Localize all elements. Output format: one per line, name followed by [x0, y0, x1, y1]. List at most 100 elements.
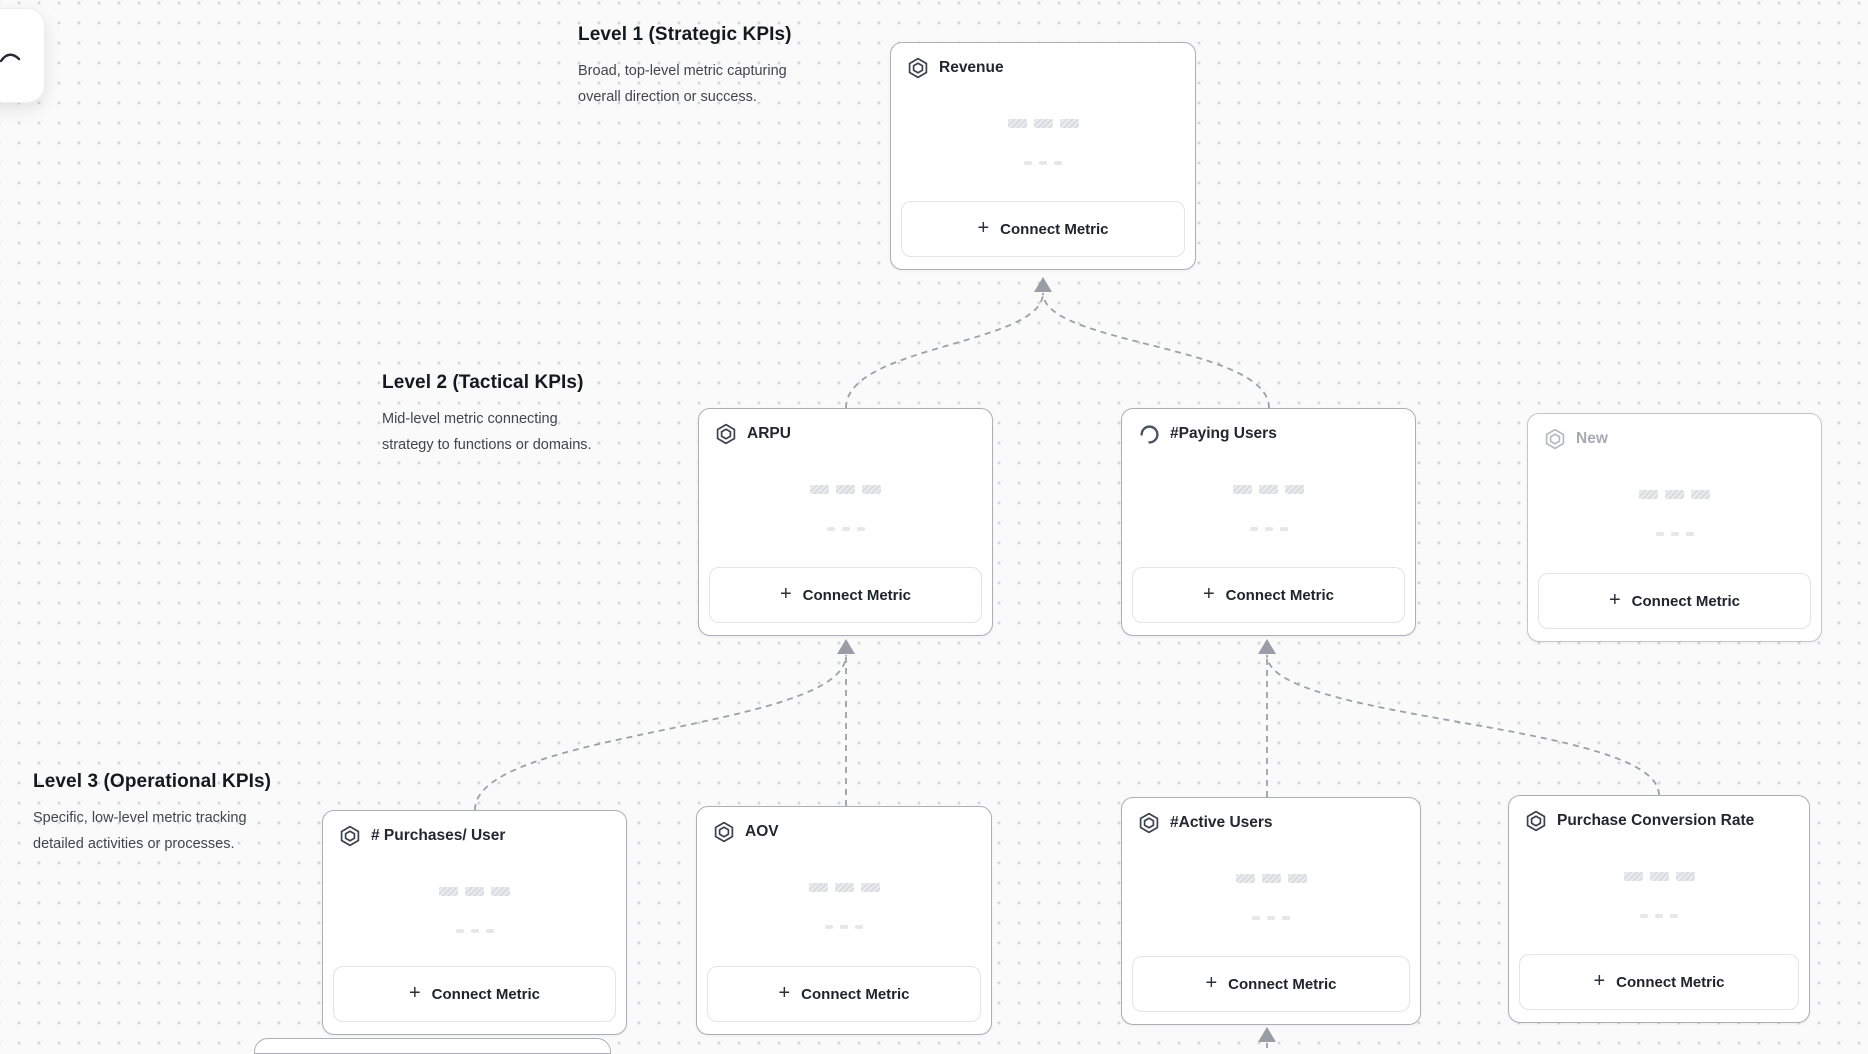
skeleton-row-secondary [697, 925, 991, 929]
skeleton-dash [470, 929, 479, 933]
metric-node-new[interactable]: New + Connect Metric [1527, 413, 1822, 642]
skeleton-line [1233, 485, 1252, 494]
skeleton-dash [1655, 914, 1663, 918]
skeleton-dash [485, 929, 494, 933]
skeleton-dash [840, 925, 848, 929]
connect-metric-button[interactable]: + Connect Metric [1538, 573, 1811, 629]
hexagon-badge-icon [1544, 428, 1566, 450]
edge-arpu-to-revenue [845, 292, 1044, 409]
skeleton-row-secondary [699, 527, 992, 531]
node-header: New [1544, 428, 1809, 450]
metric-node-arpu[interactable]: ARPU +Connect Metric [698, 408, 993, 636]
skeleton-dash [856, 527, 865, 531]
skeleton-row-primary [697, 883, 991, 892]
skeleton-line [810, 485, 829, 494]
skeleton-dash [855, 925, 863, 929]
level-3-description: Specific, low-level metric tracking deta… [33, 810, 247, 852]
node-title: AOV [745, 823, 779, 840]
skeleton-dash [1279, 527, 1288, 531]
connect-metric-button[interactable]: +Connect Metric [1132, 567, 1405, 623]
skeleton-line [439, 887, 458, 896]
arrowhead-into-paying-users [1258, 639, 1276, 654]
connect-metric-button[interactable]: +Connect Metric [709, 567, 982, 623]
connect-metric-button[interactable]: +Connect Metric [1519, 954, 1799, 1010]
node-title: New [1576, 430, 1608, 447]
skeleton-dash [1249, 527, 1258, 531]
node-header: # Purchases/ User [339, 825, 614, 847]
plus-icon: + [1608, 589, 1621, 611]
edge-paying-users-to-revenue [1042, 292, 1270, 409]
node-header: ARPU [715, 423, 980, 445]
plus-icon: + [408, 982, 421, 1004]
hexagon-badge-icon [1525, 810, 1547, 832]
level-1-label: Level 1 (Strategic KPIs) Broad, top-leve… [578, 24, 792, 110]
metric-node-purchase-conversion-rate[interactable]: Purchase Conversion Rate+Connect Metric [1508, 795, 1810, 1023]
connect-metric-button[interactable]: + Connect Metric [901, 201, 1185, 257]
skeleton-line [1639, 490, 1658, 499]
spinner-icon [1138, 423, 1160, 445]
skeleton-dash [1685, 532, 1694, 536]
skeleton-row-secondary [891, 161, 1195, 165]
skeleton-row-secondary [1122, 916, 1420, 920]
skeleton-row-primary [1122, 485, 1415, 494]
node-title: # Purchases/ User [371, 827, 506, 844]
level-3-title: Level 3 (Operational KPIs) [33, 771, 272, 792]
edge-purchases-to-arpu [474, 654, 847, 811]
connect-metric-button[interactable]: +Connect Metric [333, 966, 616, 1022]
skeleton-row-primary [323, 887, 626, 896]
connect-metric-label: Connect Metric [1000, 220, 1109, 238]
connect-metric-label: Connect Metric [801, 985, 910, 1003]
skeleton-dash [1282, 916, 1290, 920]
connect-metric-label: Connect Metric [1631, 592, 1741, 610]
level-2-description: Mid-level metric connecting strategy to … [382, 411, 592, 453]
metric-node-paying-users[interactable]: #Paying Users +Connect Metric [1121, 408, 1416, 636]
level-2-title: Level 2 (Tactical KPIs) [382, 372, 584, 393]
skeleton-dash [1655, 532, 1664, 536]
skeleton-line [1623, 872, 1643, 881]
skeleton-dash [1264, 527, 1273, 531]
skeleton-dash [1670, 532, 1679, 536]
skeleton-line [1033, 119, 1053, 128]
node-title: #Active Users [1170, 814, 1273, 831]
skeleton-dash [1054, 161, 1062, 165]
arrowhead-into-active-users [1258, 1027, 1276, 1042]
metric-node-purchases-per-user[interactable]: # Purchases/ User +Connect Metric [322, 810, 627, 1035]
hexagon-badge-icon [339, 825, 361, 847]
partial-node-card[interactable] [254, 1038, 611, 1054]
skeleton-row-secondary [1509, 914, 1809, 918]
node-title: #Paying Users [1170, 425, 1277, 442]
skeleton-row-primary [699, 485, 992, 494]
skeleton-dash [1640, 914, 1648, 918]
connect-metric-label: Connect Metric [802, 586, 912, 604]
skeleton-line [1649, 872, 1669, 881]
hexagon-badge-icon [713, 821, 735, 843]
skeleton-line [1259, 485, 1278, 494]
skeleton-row-primary [1528, 490, 1821, 499]
metric-node-active-users[interactable]: #Active Users +Connect Metric [1121, 797, 1421, 1025]
metric-node-aov[interactable]: AOV + Connect Metric [696, 806, 992, 1035]
skeleton-dash [826, 527, 835, 531]
skeleton-line [1007, 119, 1027, 128]
skeleton-line [860, 883, 880, 892]
connect-metric-button[interactable]: +Connect Metric [1132, 956, 1410, 1012]
metric-node-revenue[interactable]: Revenue+Connect Metric [890, 42, 1196, 270]
skeleton-row-primary [1509, 872, 1809, 881]
skeleton-dash [455, 929, 464, 933]
skeleton-line [465, 887, 484, 896]
plus-icon: + [977, 217, 990, 239]
level-1-title: Level 1 (Strategic KPIs) [578, 24, 792, 45]
node-header: #Active Users [1138, 812, 1408, 834]
connect-metric-label: Connect Metric [1616, 973, 1725, 991]
corner-toolbar-widget[interactable] [0, 8, 45, 103]
skeleton-row-primary [891, 119, 1195, 128]
plus-icon: + [778, 982, 791, 1004]
skeleton-line [836, 485, 855, 494]
connect-metric-label: Connect Metric [1225, 586, 1335, 604]
arrowhead-into-arpu [837, 639, 855, 654]
level-3-label: Level 3 (Operational KPIs) Specific, low… [33, 771, 271, 857]
node-header: #Paying Users [1138, 423, 1403, 445]
connect-metric-button[interactable]: + Connect Metric [707, 966, 981, 1022]
arrowhead-into-revenue [1034, 277, 1052, 292]
skeleton-dash [1039, 161, 1047, 165]
